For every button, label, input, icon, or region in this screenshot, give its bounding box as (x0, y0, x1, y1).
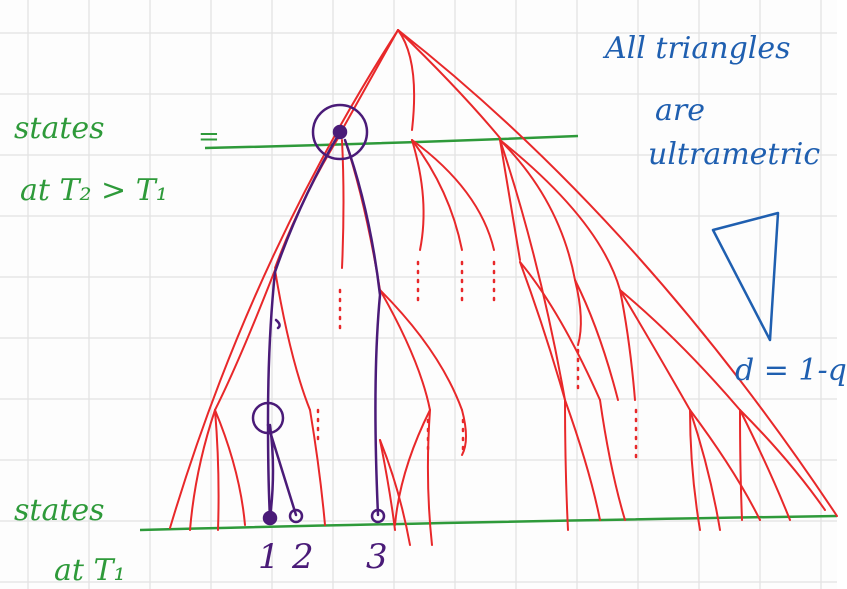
note-line1: All triangles (605, 31, 791, 66)
label-states-T1-line1: states (14, 493, 105, 528)
leaf-3-dot (370, 508, 386, 524)
leaf-1-dot (262, 510, 278, 526)
level-line-T1 (139, 514, 838, 532)
distance-label: d = 1-q (735, 353, 847, 388)
leaf-3-label: 3 (366, 537, 388, 577)
equals-mark: = (198, 122, 220, 152)
label-states-T2-line1: states (14, 111, 105, 146)
tree-branches (169, 29, 838, 546)
note-line2: are (655, 93, 705, 128)
level-line-T2 (204, 134, 579, 150)
ultrametric-triangle (711, 211, 780, 342)
ancestor-circle (311, 103, 369, 161)
highlighted-path (251, 103, 386, 526)
pair-ancestor-circle (251, 401, 285, 435)
leaf-2-dot (288, 508, 304, 524)
note-line3: ultrametric (648, 137, 821, 172)
label-states-T1-line2: at T₁ (54, 553, 126, 588)
leaf-2-label: 2 (292, 537, 314, 577)
leaf-1-label: 1 (258, 537, 280, 577)
label-states-T2-line2: at T₂ > T₁ (20, 173, 168, 208)
dotted-branches (316, 260, 638, 462)
